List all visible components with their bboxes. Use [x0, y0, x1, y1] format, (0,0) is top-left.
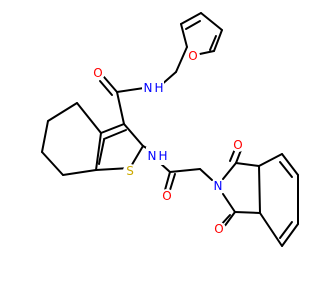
molecule-structure: O N H O S N H O N O O — [41, 12, 299, 247]
bond — [169, 168, 201, 173]
bond — [175, 46, 188, 73]
bond — [185, 20, 201, 30]
amide-oxygen-top-label: O — [93, 66, 102, 80]
bond — [279, 161, 293, 178]
bond — [100, 123, 125, 134]
amide-oxygen-mid-label: O — [162, 189, 171, 203]
bond — [223, 211, 236, 228]
imide-oxygen-lower-label: O — [214, 222, 223, 236]
label-background — [160, 189, 174, 203]
bond — [129, 145, 144, 169]
bond — [200, 12, 223, 31]
label-background — [231, 138, 245, 152]
bond — [41, 151, 64, 176]
bond — [258, 153, 283, 167]
bond — [103, 129, 127, 140]
amide-hydrogen-top-label: H — [154, 81, 163, 95]
bond — [235, 149, 242, 164]
bond — [180, 12, 202, 25]
bond — [164, 171, 171, 191]
imide-nitrogen-label: N — [214, 179, 223, 193]
bond — [123, 123, 144, 147]
label-background — [212, 222, 226, 236]
bond — [234, 211, 261, 214]
label-background — [123, 164, 137, 178]
label-background — [186, 49, 200, 63]
bond — [95, 132, 102, 171]
bond — [180, 23, 188, 48]
bond — [99, 80, 113, 96]
thiophene-sulfur-label: S — [126, 164, 134, 178]
imide-oxygen-upper-label: O — [233, 138, 242, 152]
bond — [281, 223, 299, 247]
furan-oxygen-label: O — [188, 49, 197, 63]
bond — [116, 87, 145, 93]
bond — [41, 120, 49, 153]
amide-nitrogen-mid-label: N — [148, 149, 157, 163]
label-background — [91, 66, 105, 80]
bond — [209, 35, 217, 51]
bond — [62, 169, 97, 176]
amide-nitrogen-top-label: N — [144, 81, 153, 95]
label-background — [211, 179, 225, 193]
structure-canvas: O N H O S N H O N O O — [41, 12, 299, 247]
bond — [169, 173, 176, 191]
bond — [116, 91, 125, 125]
bond — [199, 168, 213, 181]
bond — [76, 102, 102, 134]
label-background — [142, 79, 164, 97]
bond — [47, 102, 78, 122]
amide-hydrogen-mid-label: H — [158, 149, 167, 163]
atom-labels: O N H O S N H O N O O — [91, 49, 245, 236]
bond — [235, 162, 260, 167]
bond — [103, 76, 118, 93]
bond — [279, 221, 293, 239]
bond — [213, 29, 223, 52]
bond — [222, 193, 236, 213]
bond — [229, 148, 236, 162]
bonds — [41, 12, 299, 247]
bond — [98, 139, 105, 165]
bond — [259, 212, 283, 247]
bond — [258, 165, 261, 214]
label-background — [146, 147, 168, 165]
bond — [222, 162, 237, 180]
bond — [281, 153, 299, 176]
